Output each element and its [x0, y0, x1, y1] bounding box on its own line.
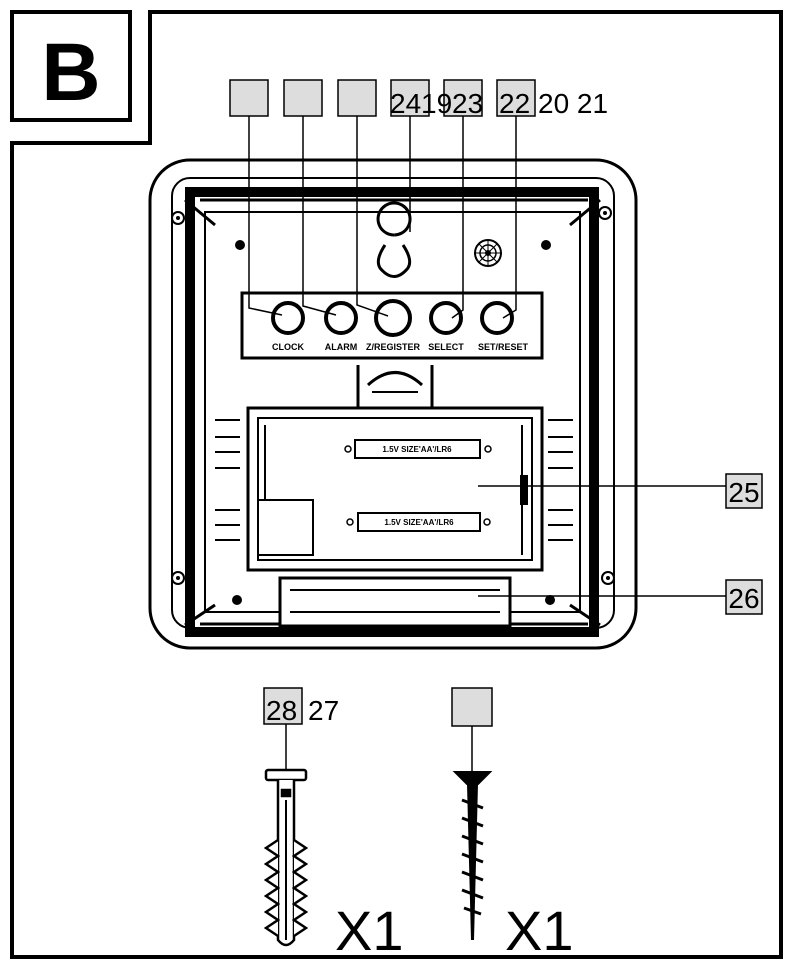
- device-bezel: [185, 187, 599, 637]
- screw-hole-icon: [232, 595, 242, 605]
- battery-slot: 1.5V SIZE'AA'/LR6: [344, 439, 492, 459]
- callout-box-blank: [337, 79, 377, 117]
- callout-box-26: [725, 579, 763, 615]
- wall-hanger-keyhole-icon: [376, 201, 412, 278]
- side-vents-left: [215, 419, 240, 541]
- callout-box-blank: [229, 79, 269, 117]
- callout-box-24: [390, 79, 430, 117]
- screw-icon: [601, 571, 615, 585]
- side-vents-right: [548, 419, 573, 541]
- callout-label-19: 19: [421, 88, 452, 119]
- clock-button[interactable]: CLOCK: [271, 301, 305, 352]
- callout-label-26: 26: [728, 583, 759, 614]
- screw-hole-icon: [545, 595, 555, 605]
- battery-compartment: [246, 406, 544, 572]
- callout-label-22: 22: [499, 88, 530, 119]
- outer-frame: [10, 10, 783, 959]
- battery-label: 1.5V SIZE'AA'/LR6: [384, 518, 454, 527]
- screw-icon: [171, 571, 185, 585]
- callout-box-23: [443, 79, 483, 117]
- select-button-label: SELECT: [428, 342, 464, 352]
- select-button[interactable]: SELECT: [428, 301, 464, 352]
- leader-lines: [248, 116, 517, 319]
- figure-letter-box: [10, 10, 132, 122]
- callout-label-24: 24: [390, 88, 421, 119]
- callout-box-screw-blank: [451, 687, 493, 727]
- battery-label: 1.5V SIZE'AA'/LR6: [382, 445, 452, 454]
- quantity-label-wall-plug: X1: [335, 899, 404, 962]
- battery-slot: 1.5V SIZE'AA'/LR6: [346, 512, 491, 532]
- device-casing-outer: [148, 158, 638, 650]
- screw-icon: [598, 206, 612, 220]
- callout-label-25: 25: [728, 477, 759, 508]
- screw-icon: [171, 211, 185, 225]
- callout-label-20-21: 20 21: [538, 88, 608, 119]
- callout-box-28: [263, 687, 303, 725]
- battery-spring-contact: [257, 499, 314, 556]
- callout-box-25: [725, 473, 763, 509]
- figure-letter: B: [41, 27, 100, 118]
- speaker-grille-icon: [474, 239, 502, 267]
- screw-hole-icon: [541, 240, 551, 250]
- screw-icon: [452, 771, 493, 940]
- clock-button-label: CLOCK: [272, 342, 304, 352]
- callout-label-28: 28: [266, 695, 297, 726]
- stand-foot: [278, 576, 512, 628]
- callout-label-27: 27: [308, 695, 339, 726]
- alarm-button[interactable]: ALARM: [324, 301, 358, 352]
- set-reset-button[interactable]: SET/RESET: [478, 301, 529, 352]
- register-button[interactable]: Z/REGISTER: [366, 299, 421, 352]
- wall-plug-icon: [263, 768, 309, 947]
- quantity-label-screw: X1: [505, 899, 574, 962]
- callout-box-22: [496, 79, 536, 117]
- screw-hole-icon: [235, 240, 245, 250]
- callout-box-blank: [283, 79, 323, 117]
- set-reset-button-label: SET/RESET: [478, 342, 529, 352]
- callout-label-23: 23: [452, 88, 483, 119]
- button-panel: [240, 291, 544, 360]
- register-button-label: Z/REGISTER: [366, 342, 421, 352]
- alarm-button-label: ALARM: [325, 342, 358, 352]
